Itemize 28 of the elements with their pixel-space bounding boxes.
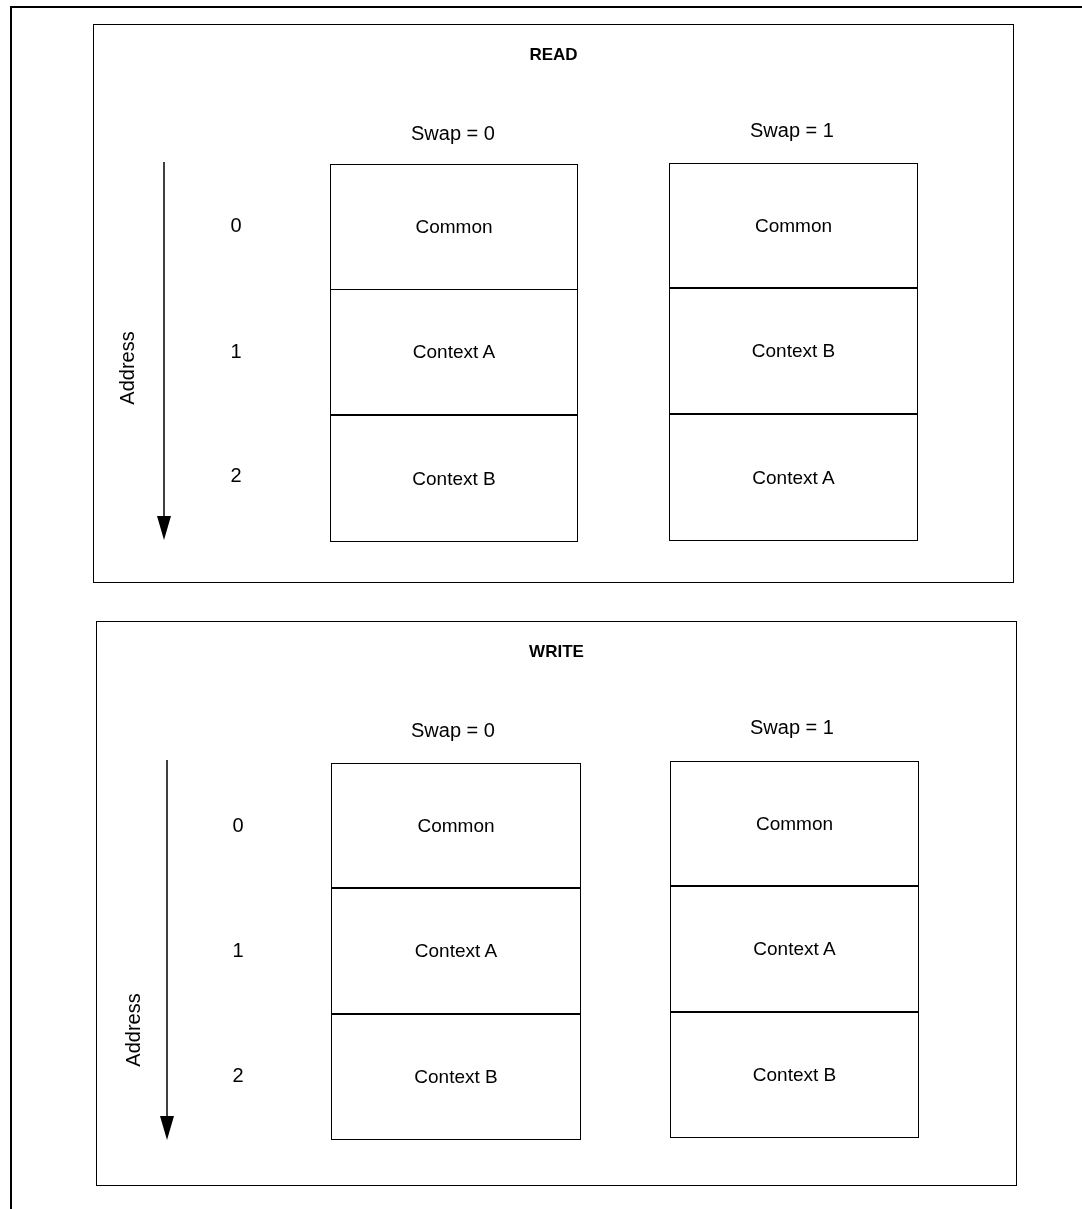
address-number: 1: [230, 339, 242, 363]
address-number: 0: [232, 813, 244, 837]
memory-block: Context A: [330, 289, 578, 415]
column-heading: Swap = 0: [411, 121, 495, 145]
address-number: 0: [230, 213, 242, 237]
panel-title: WRITE: [529, 642, 584, 662]
address-number: 2: [232, 1063, 244, 1087]
memory-block: Common: [670, 761, 919, 886]
memory-block: Context A: [669, 414, 918, 541]
memory-block: Common: [330, 164, 578, 290]
memory-block: Context B: [330, 415, 578, 542]
axis-label: Address: [115, 331, 139, 405]
column-heading: Swap = 1: [750, 715, 834, 739]
memory-block: Context B: [331, 1014, 581, 1140]
axis-label: Address: [121, 993, 145, 1067]
memory-block: Context A: [670, 886, 919, 1012]
panel: [93, 24, 1014, 583]
column-heading: Swap = 1: [750, 118, 834, 142]
memory-block: Context B: [670, 1012, 919, 1138]
column-heading: Swap = 0: [411, 718, 495, 742]
panel: [96, 621, 1017, 1186]
address-number: 1: [232, 938, 244, 962]
memory-block: Common: [331, 763, 581, 888]
memory-block: Common: [669, 163, 918, 288]
memory-block: Context A: [331, 888, 581, 1014]
address-number: 2: [230, 463, 242, 487]
panel-title: READ: [529, 45, 578, 65]
memory-block: Context B: [669, 288, 918, 414]
